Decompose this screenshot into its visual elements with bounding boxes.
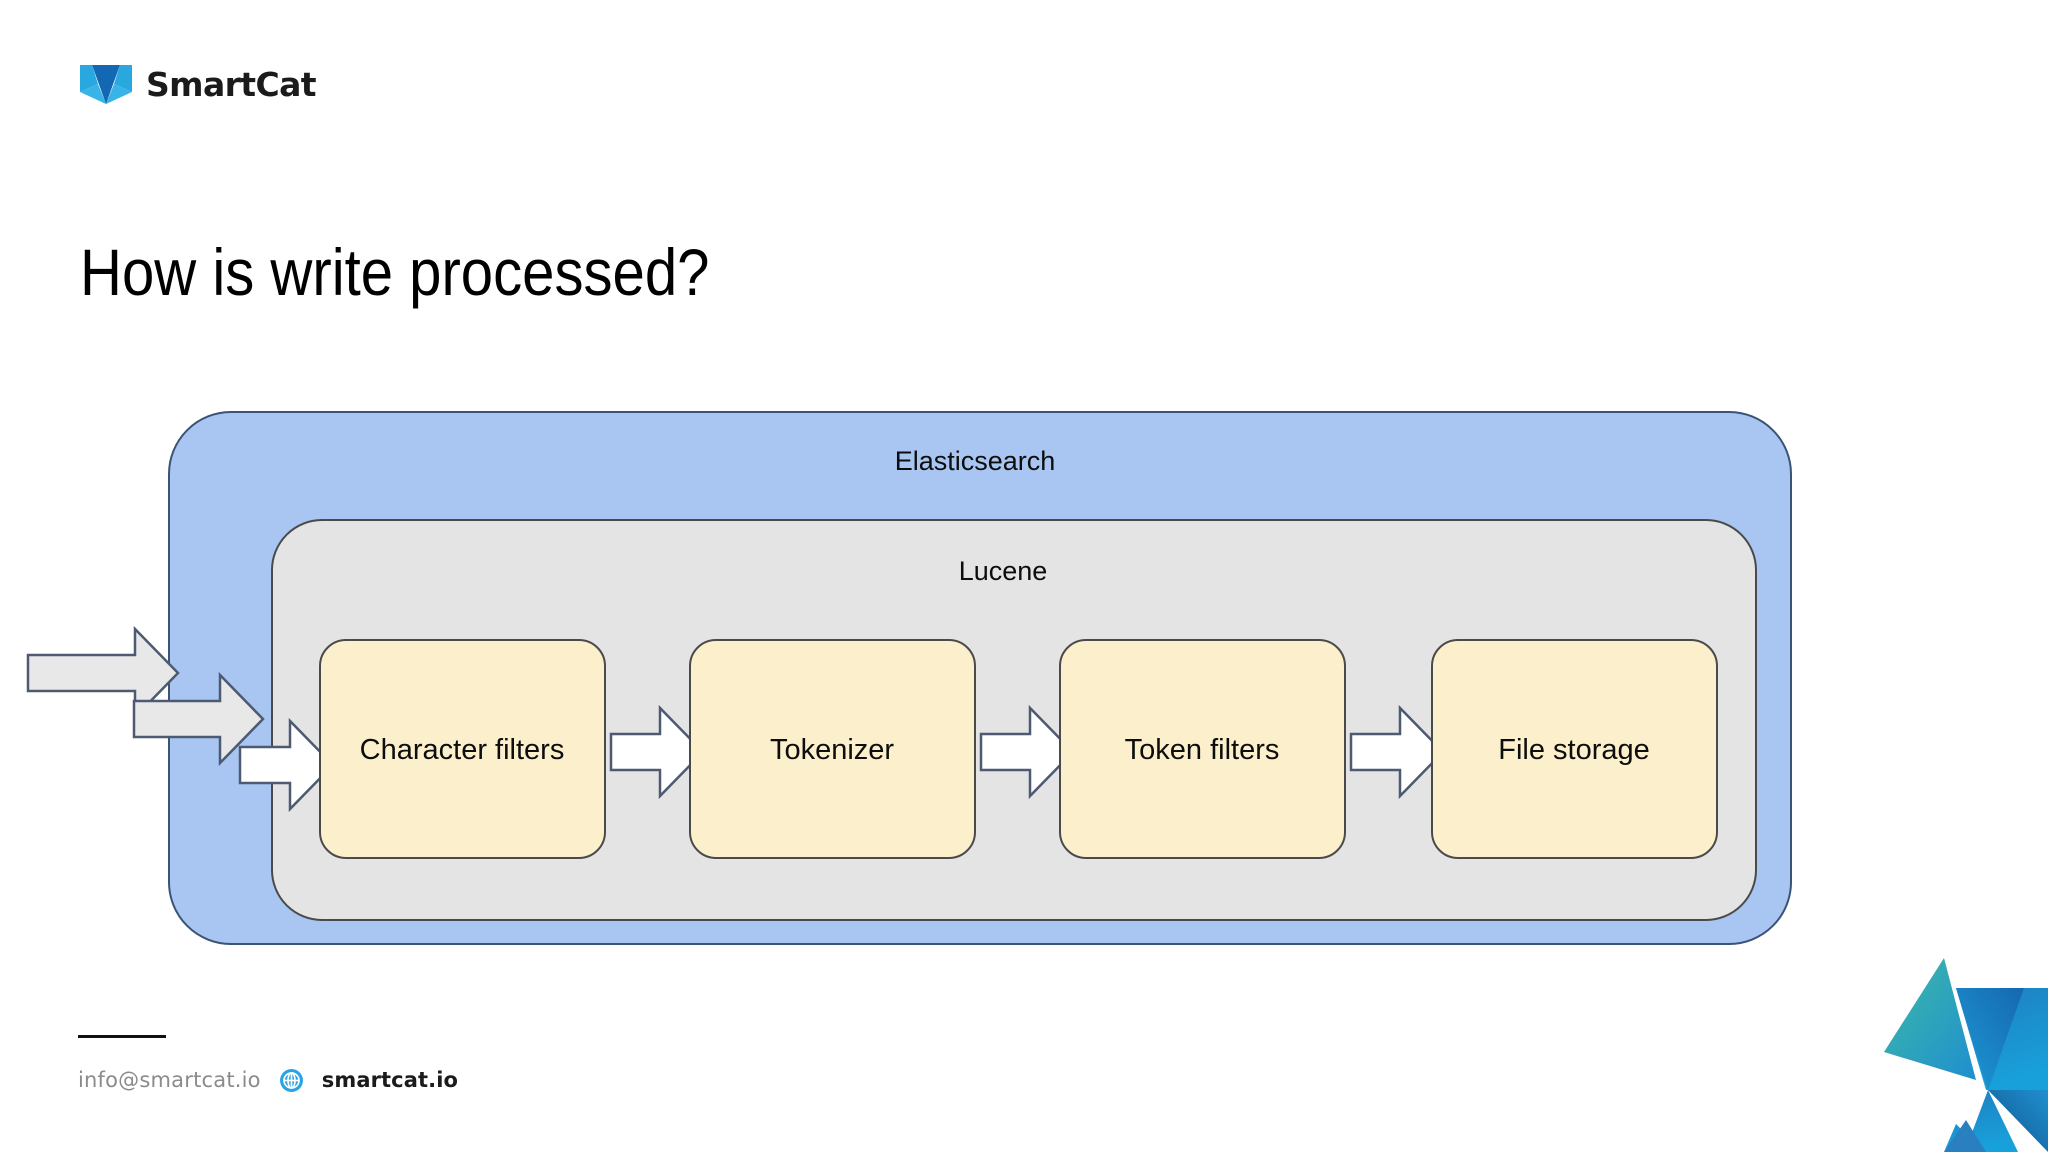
stage-token-filters-label: Token filters <box>1125 734 1280 766</box>
stage-character-filters-label: Character filters <box>360 734 565 766</box>
arrow-tokenizer-to-token-filters <box>979 704 1075 800</box>
stage-tokenizer[interactable] <box>689 639 976 859</box>
globe-icon <box>279 1069 303 1092</box>
entry-arrow-inner <box>238 717 335 813</box>
write-pipeline-diagram: Elasticsearch Lucene Character filters T… <box>0 400 2048 960</box>
stage-file-storage[interactable] <box>1431 639 1718 859</box>
stage-file-storage-label: File storage <box>1498 734 1650 766</box>
arrow-character-filters-to-tokenizer <box>609 704 705 800</box>
footer-divider <box>78 1035 166 1038</box>
brand-logo: SmartCat <box>78 62 317 106</box>
lucene-container-label: Lucene <box>959 556 1048 586</box>
footer: info@smartcat.io smartcat.io <box>78 1035 698 1093</box>
corner-triangles-decoration <box>1848 942 2048 1152</box>
elasticsearch-container-label: Elasticsearch <box>895 446 1056 476</box>
entry-arrow-middle <box>132 671 265 767</box>
brand-wordmark: SmartCat <box>146 64 317 104</box>
footer-website[interactable]: smartcat.io <box>321 1068 459 1092</box>
stage-character-filters[interactable] <box>319 639 606 859</box>
arrow-token-filters-to-file-storage <box>1349 704 1445 800</box>
smartcat-cat-head-icon <box>80 65 132 104</box>
entry-arrow-outer <box>26 625 180 721</box>
stage-token-filters[interactable] <box>1059 639 1346 859</box>
lucene-container <box>271 519 1757 921</box>
page-title: How is write processed? <box>80 235 710 309</box>
stage-tokenizer-label: Tokenizer <box>770 734 894 766</box>
footer-email[interactable]: info@smartcat.io <box>78 1068 261 1092</box>
